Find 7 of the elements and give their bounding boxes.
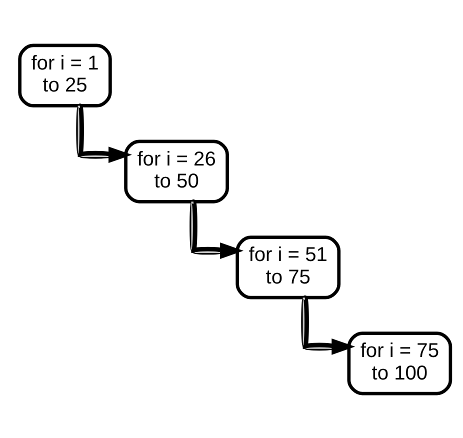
node-box: for i = 26 to 50 xyxy=(124,139,229,203)
node-box: for i = 1 to 25 xyxy=(18,43,112,107)
arrow xyxy=(76,104,132,163)
arrow xyxy=(190,200,244,258)
node-box: for i = 75 to 100 xyxy=(347,331,452,395)
node-box: for i = 51 to 75 xyxy=(236,235,341,299)
arrow xyxy=(301,296,356,354)
